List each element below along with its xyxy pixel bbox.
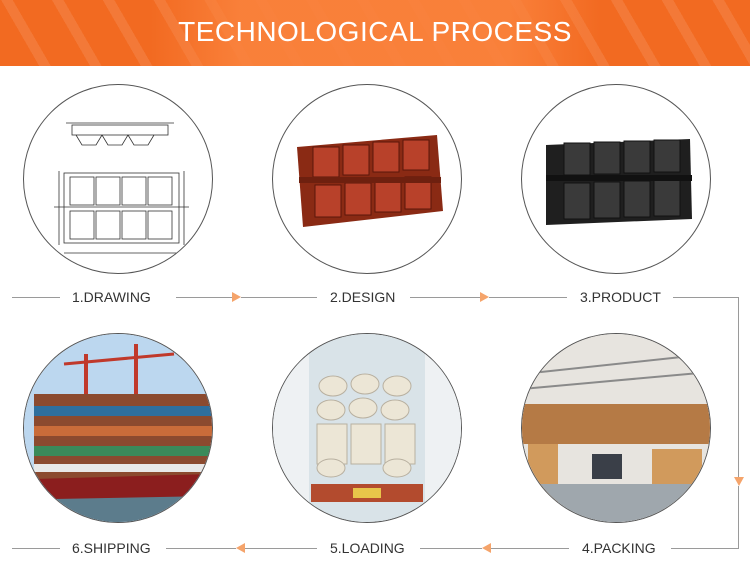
banner-glow xyxy=(150,0,600,66)
arrow-left-icon xyxy=(236,543,245,553)
step-label-loading: 5.LOADING xyxy=(330,540,405,556)
flow-line xyxy=(738,486,739,549)
flow-line xyxy=(673,297,738,298)
step-loading-image xyxy=(272,333,462,523)
step-product-image xyxy=(521,84,711,274)
arrow-left-icon xyxy=(482,543,491,553)
step-label-shipping: 6.SHIPPING xyxy=(72,540,151,556)
flow-line xyxy=(489,297,567,298)
flow-line xyxy=(491,548,569,549)
arrow-right-icon xyxy=(480,292,489,302)
flow-line xyxy=(12,297,60,298)
step-shipping-image xyxy=(23,333,213,523)
step-label-packing: 4.PACKING xyxy=(582,540,656,556)
flow-line xyxy=(738,297,739,477)
step-design-image xyxy=(272,84,462,274)
flow-line xyxy=(245,548,317,549)
flow-line xyxy=(176,297,232,298)
step-drawing-image xyxy=(23,84,213,274)
step-label-product: 3.PRODUCT xyxy=(580,289,661,305)
flow-line xyxy=(420,548,482,549)
step-packing-image xyxy=(521,333,711,523)
arrow-down-icon xyxy=(734,477,744,486)
page-title: TECHNOLOGICAL PROCESS xyxy=(178,16,572,47)
header-banner: TECHNOLOGICAL PROCESS xyxy=(0,0,750,66)
flow-line xyxy=(166,548,236,549)
flow-line xyxy=(671,548,738,549)
flow-line xyxy=(241,297,317,298)
flow-line xyxy=(410,297,480,298)
arrow-right-icon xyxy=(232,292,241,302)
step-label-design: 2.DESIGN xyxy=(330,289,396,305)
step-label-drawing: 1.DRAWING xyxy=(72,289,151,305)
flow-line xyxy=(12,548,60,549)
